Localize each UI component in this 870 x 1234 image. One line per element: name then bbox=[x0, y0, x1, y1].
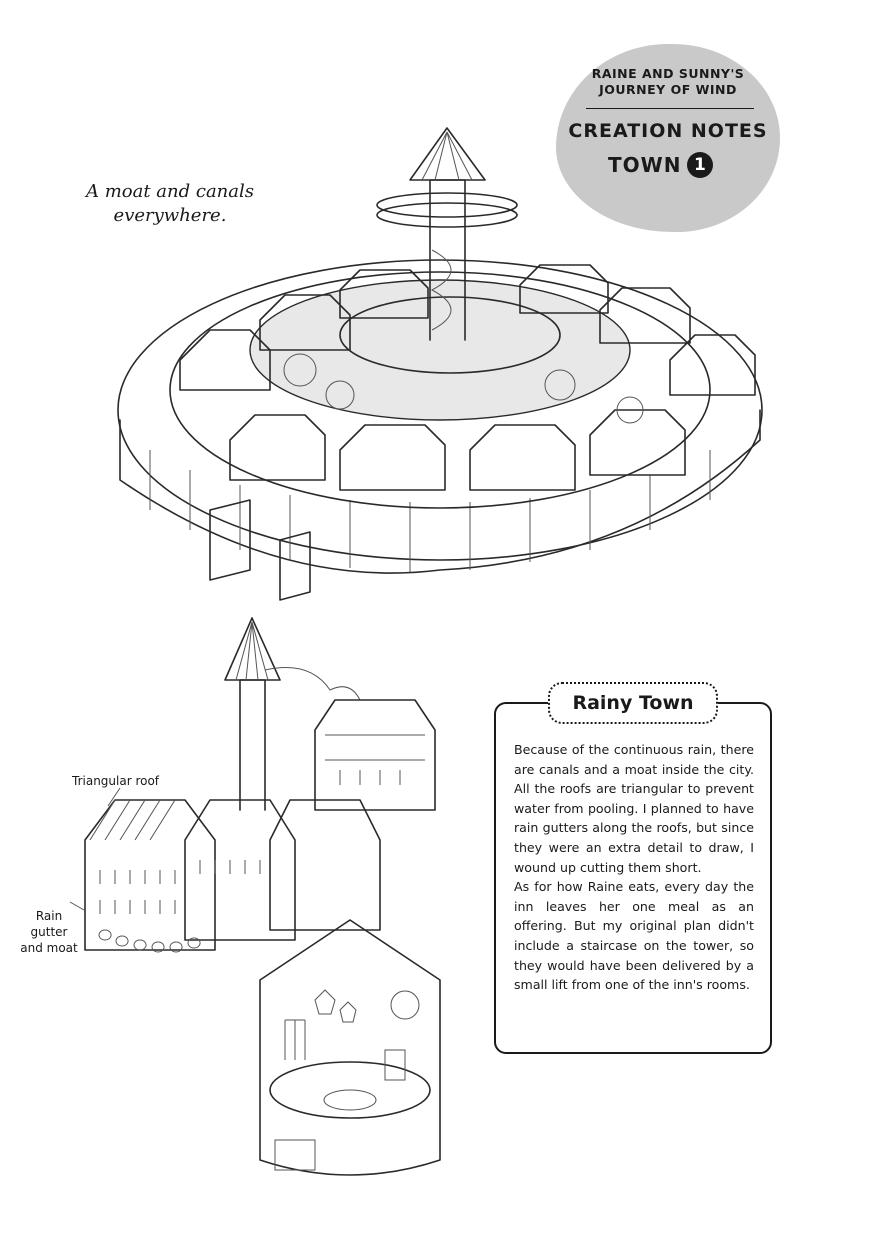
rain-gutter-label: Rain gutter and moat bbox=[14, 908, 84, 956]
town-label-row: TOWN 1 bbox=[608, 152, 714, 178]
info-box-title: Rainy Town bbox=[572, 692, 694, 714]
series-title-line-2: JOURNEY OF WIND bbox=[599, 82, 737, 97]
caption-line-1: A moat and canals bbox=[85, 181, 254, 202]
info-paragraph-2: As for how Raine eats, every day the inn… bbox=[514, 879, 754, 993]
tower-and-inn-sketch bbox=[69, 617, 436, 953]
rain-gutter-label-line-3: and moat bbox=[20, 941, 78, 955]
town-overview-sketch bbox=[117, 127, 763, 601]
triangular-roof-label: Triangular roof bbox=[72, 774, 160, 788]
series-title-line-1: RAINE AND SUNNY'S bbox=[591, 66, 745, 81]
badge-divider bbox=[586, 108, 754, 109]
town-number-badge: 1 bbox=[687, 152, 714, 178]
moat-caption: A moat and canals everywhere. bbox=[70, 180, 270, 228]
creation-notes-label: CREATION NOTES bbox=[568, 120, 768, 142]
caption-line-2: everywhere. bbox=[113, 205, 227, 226]
room-cutaway-sketch bbox=[259, 919, 441, 1176]
info-box-title-frame: Rainy Town bbox=[548, 682, 718, 724]
rain-gutter-label-line-1: Rain bbox=[35, 909, 63, 923]
town-label: TOWN bbox=[608, 153, 682, 177]
rain-gutter-label-line-2: gutter bbox=[30, 925, 68, 939]
info-box-body: Because of the continuous rain, there ar… bbox=[514, 740, 754, 995]
title-badge: RAINE AND SUNNY'S JOURNEY OF WIND CREATI… bbox=[556, 44, 780, 232]
rainy-town-info-box: Rainy Town Because of the continuous rai… bbox=[494, 682, 772, 1054]
info-paragraph-1: Because of the continuous rain, there ar… bbox=[514, 742, 754, 875]
